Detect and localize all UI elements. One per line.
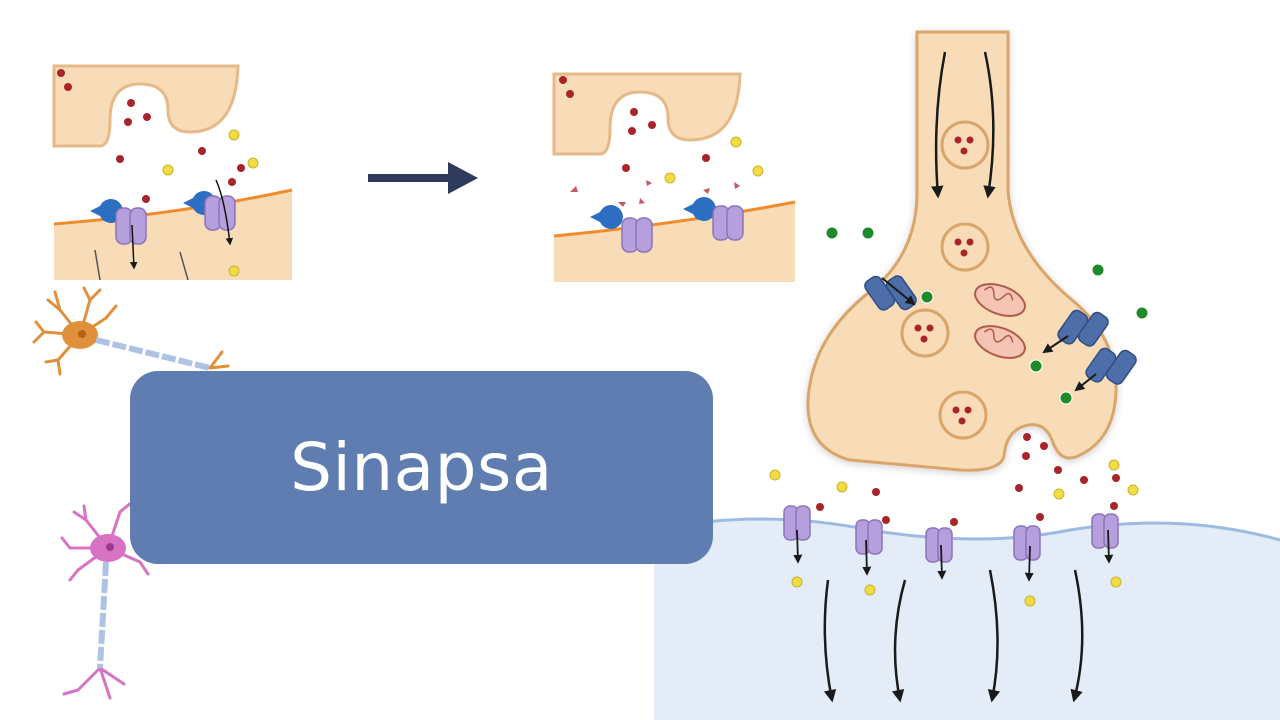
neurotransmitter-icon	[559, 76, 710, 172]
sodium-ion-icon	[162, 129, 259, 277]
panel-after	[552, 72, 796, 282]
postsynaptic-neuron	[653, 517, 1280, 720]
neurotransmitter-icon	[872, 433, 1120, 496]
transition-arrow	[368, 162, 478, 194]
sodium-ion-icon	[769, 459, 1139, 607]
neuron-icon	[60, 500, 150, 700]
calcium-ion-icon	[825, 226, 1149, 405]
neuron-icon	[32, 286, 230, 376]
neurotransmitter-icon	[57, 69, 245, 203]
neurotransmitter-fragment-icon	[570, 180, 740, 207]
receptor-icon	[621, 205, 744, 253]
title-box: Sinapsa	[130, 371, 713, 564]
panel-before	[52, 64, 293, 281]
title-text: Sinapsa	[290, 429, 553, 506]
calcium-channel-icon	[864, 275, 1137, 385]
vesicle-icon	[900, 120, 990, 440]
enzyme-icon	[590, 197, 716, 229]
receptor-icon	[115, 195, 236, 245]
mitochondrion-icon	[974, 283, 1026, 359]
sodium-ion-icon	[664, 136, 764, 184]
